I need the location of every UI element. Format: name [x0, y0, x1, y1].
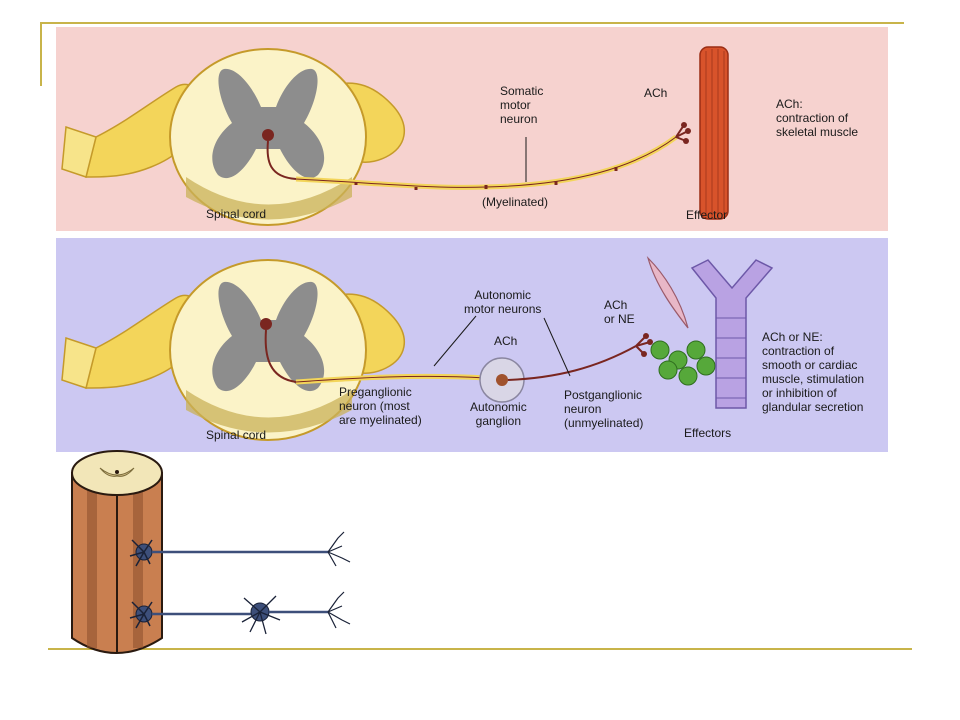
effectors-label: Effectors — [684, 426, 732, 440]
myelinated-label: (Myelinated) — [482, 195, 549, 209]
myelin-nodes — [354, 167, 618, 190]
somatic-axon-inside — [266, 140, 297, 180]
gland-cells — [650, 340, 716, 386]
spinal-cord-lower-band — [186, 177, 352, 220]
autonomic-illustration — [61, 255, 774, 441]
postganglionic-label: Postganglionic neuron (unmyelinated) — [564, 388, 644, 430]
muscle-striations — [705, 49, 725, 217]
cord-top-gray-matter — [99, 467, 135, 477]
postganglionic-axon — [507, 345, 637, 381]
somatic-effect-text: ACh: contraction of skeletal muscle — [776, 97, 859, 139]
blood-vessel — [690, 259, 774, 409]
frame-top-line — [40, 22, 904, 24]
ganglion-neuron — [241, 595, 281, 635]
smooth-muscle-cell — [646, 255, 689, 329]
autonomic-motor-neurons-label: Autonomic motor neurons — [464, 288, 542, 316]
left-nerve-stub — [61, 125, 97, 178]
gray-matter — [212, 281, 325, 392]
autonomic-ganglion-label: Autonomic ganglion — [470, 400, 527, 428]
postganglionic-terminal-branches — [327, 591, 351, 629]
preganglionic-label: Preganglionic neuron (most are myelinate… — [339, 385, 422, 427]
somatic-neuron-cell-body — [129, 539, 153, 567]
spinal-cord-lower-band — [186, 390, 352, 433]
preganglionic-soma — [260, 318, 272, 330]
ganglion-ach-label: ACh — [494, 334, 518, 348]
somatic-ach-label: ACh — [644, 86, 668, 100]
ganglion-neuron-soma — [496, 374, 508, 386]
motor-neuron-soma — [262, 129, 274, 141]
autonomic-leader-right — [543, 317, 571, 377]
preganglionic-axon-inside — [264, 329, 297, 383]
spinal-cord-column-diagram — [71, 450, 351, 654]
frame-left-line — [40, 22, 42, 86]
preganglionic-cell-body — [129, 601, 153, 629]
autonomic-leader-left — [433, 315, 477, 367]
somatic-spinal-cord-label: Spinal cord — [206, 207, 267, 221]
autonomic-spinal-cord-label: Spinal cord — [206, 428, 267, 442]
somatic-motor-neuron-label: Somatic motor neuron — [500, 84, 544, 126]
autonomic-effect-text: ACh or NE: contraction of smooth or card… — [762, 330, 865, 414]
effector-label: Effector — [686, 208, 728, 222]
somatic-axon-terminal-branches — [327, 531, 351, 567]
somatic-panel: Spinal cord Somatic motor neuron (Myelin… — [56, 27, 888, 231]
autonomic-panel: Spinal cord Autonomic motor neurons ACh … — [56, 238, 888, 452]
somatic-illustration — [61, 46, 729, 226]
skeletal-muscle — [699, 46, 729, 220]
frame-bottom-line — [48, 648, 912, 650]
vessel-bands — [716, 317, 746, 399]
gray-matter — [212, 68, 325, 179]
left-nerve-stub — [61, 336, 97, 389]
ach-or-ne-label: ACh or NE — [604, 298, 635, 326]
